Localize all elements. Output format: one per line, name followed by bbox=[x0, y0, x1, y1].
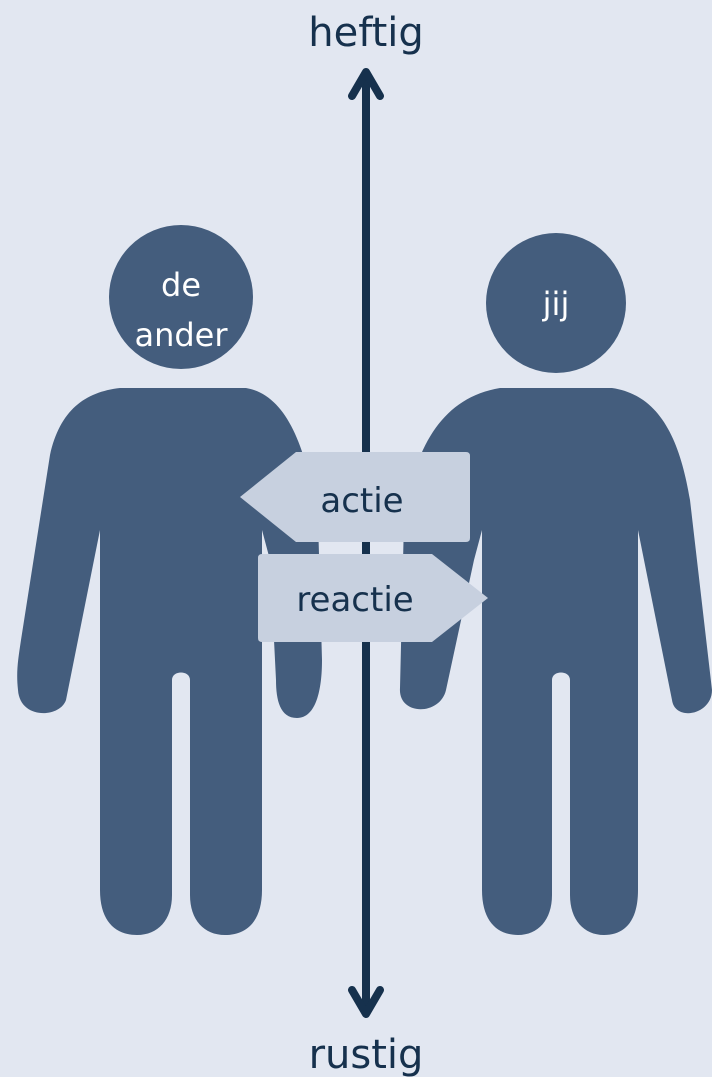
person-de-ander-label-line1: de bbox=[161, 266, 201, 304]
arrow-reactie-shape bbox=[258, 554, 488, 642]
arrow-reactie-label: reactie bbox=[296, 580, 413, 620]
person-jij bbox=[399, 233, 712, 935]
axis-bottom-label: rustig bbox=[309, 1032, 424, 1077]
person-jij-label: jij bbox=[542, 285, 570, 323]
person-de-ander bbox=[17, 225, 322, 935]
person-de-ander-head bbox=[109, 225, 253, 369]
person-jij-head bbox=[486, 233, 626, 373]
axis-arrowhead-down-icon bbox=[348, 986, 384, 1018]
arrow-actie: actie bbox=[240, 452, 470, 542]
arrow-actie-label: actie bbox=[320, 481, 403, 521]
person-de-ander-body bbox=[17, 388, 322, 935]
axis-arrowhead-up-icon bbox=[348, 68, 384, 100]
arrow-reactie: reactie bbox=[258, 554, 488, 642]
arrow-actie-shape bbox=[240, 452, 470, 542]
person-de-ander-label-line2: ander bbox=[134, 316, 228, 354]
person-jij-body bbox=[399, 388, 712, 935]
axis-top-label: heftig bbox=[308, 10, 424, 56]
